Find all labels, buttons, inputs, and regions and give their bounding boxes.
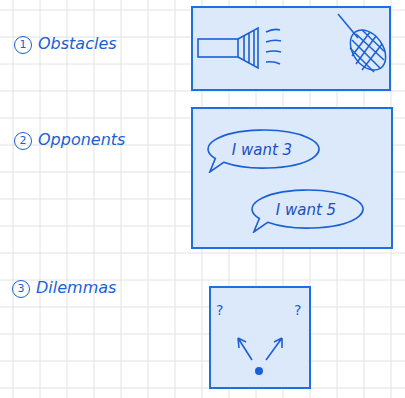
start-dot	[255, 367, 263, 375]
callout-number: 2	[14, 132, 32, 150]
hair-dryer	[198, 28, 281, 68]
speech-bubble: I want 5	[248, 187, 365, 233]
grid-line	[0, 388, 405, 389]
grid-line	[0, 253, 405, 254]
obstacles-box	[192, 7, 390, 90]
choice-arrows	[238, 338, 282, 360]
grid-line	[0, 361, 405, 362]
net-symbol	[338, 14, 393, 77]
question-mark: ?	[216, 302, 223, 318]
bubble-text: I want 3	[204, 127, 321, 173]
question-mark: ?	[294, 302, 301, 318]
callout-number: 1	[14, 36, 32, 54]
section-heading: Dilemmas	[36, 278, 116, 297]
dilemmas-box	[210, 287, 310, 388]
grid-line	[0, 307, 405, 308]
section-heading: Obstacles	[38, 34, 117, 53]
section-heading: Opponents	[38, 130, 125, 149]
grid-line	[0, 334, 405, 335]
bubble-text: I want 5	[248, 187, 365, 233]
opponents-box	[192, 108, 392, 248]
callout-number: 3	[12, 280, 30, 298]
speech-bubble: I want 3	[204, 127, 321, 173]
